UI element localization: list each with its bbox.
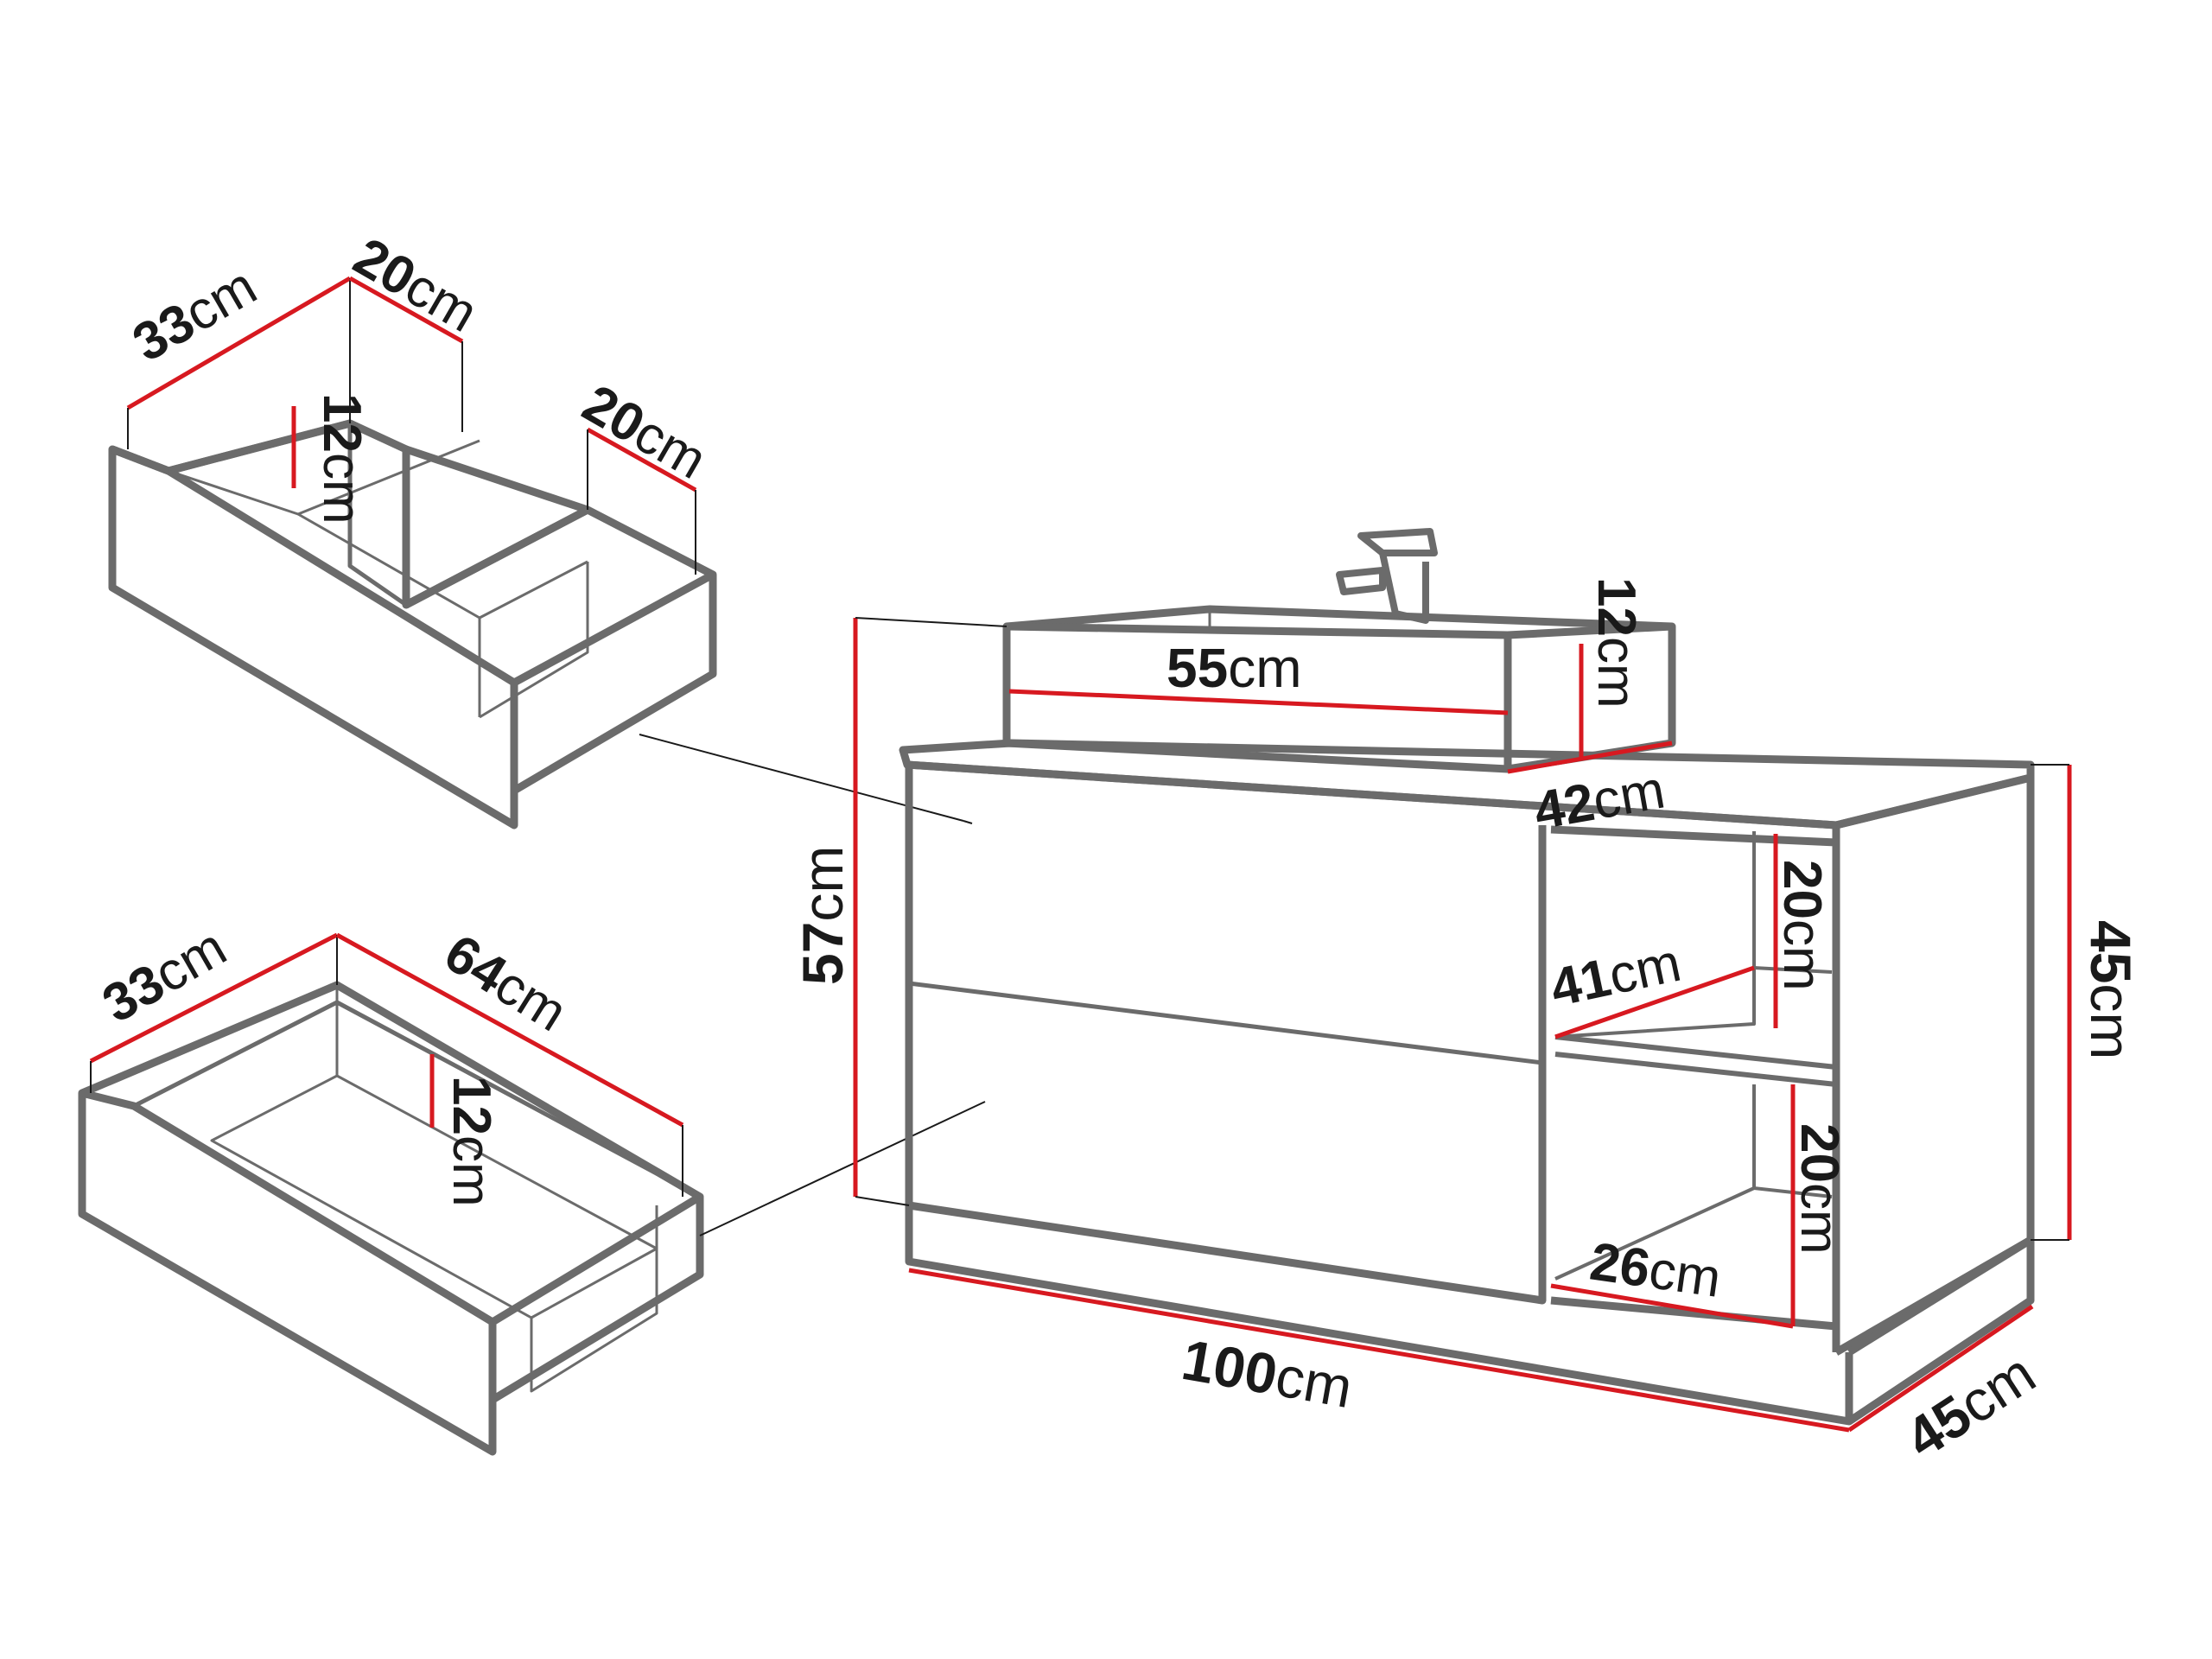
cabinet-dimensions <box>853 617 2072 1433</box>
faucet-icon <box>1336 528 1438 624</box>
cabinet-height-label: 57cm <box>791 846 855 985</box>
lower-shelf-height-label: 20cm <box>1789 1123 1849 1255</box>
top-drawer-depth-right-label: 20cm <box>573 373 716 491</box>
bottom-drawer-dimensions <box>89 932 684 1197</box>
bottom-drawer-width-label: 33cm <box>93 918 237 1035</box>
bottom-drawer-leader <box>699 1101 986 1236</box>
bottom-drawer <box>78 981 704 1456</box>
top-drawer <box>108 419 717 830</box>
cabinet-width-label: 100cm <box>1178 1327 1357 1420</box>
top-drawer-height-label: 12cm <box>312 393 372 524</box>
cabinet-side-height-label: 45cm <box>2079 920 2143 1059</box>
cabinet-depth-label: 45cm <box>1894 1341 2046 1471</box>
upper-shelf-depth-label: 41cm <box>1546 933 1687 1019</box>
basin-width-label: 55cm <box>1166 637 1302 699</box>
leader-stub-top <box>963 820 973 824</box>
upper-shelf-height-label: 20cm <box>1772 860 1832 991</box>
basin <box>1002 605 1676 773</box>
basin-depth-label: 42cm <box>1529 760 1669 842</box>
top-drawer-width-label: 33cm <box>124 257 267 374</box>
bottom-drawer-depth-label: 64cm <box>435 923 577 1043</box>
bottom-drawer-height-label: 12cm <box>442 1076 501 1207</box>
top-drawer-depth-left-label: 20cm <box>344 226 487 344</box>
basin-height-label: 12cm <box>1586 577 1646 709</box>
cabinet <box>899 739 2035 1426</box>
lower-shelf-depth-label: 26cm <box>1586 1232 1725 1309</box>
top-drawer-dimensions <box>126 276 697 575</box>
